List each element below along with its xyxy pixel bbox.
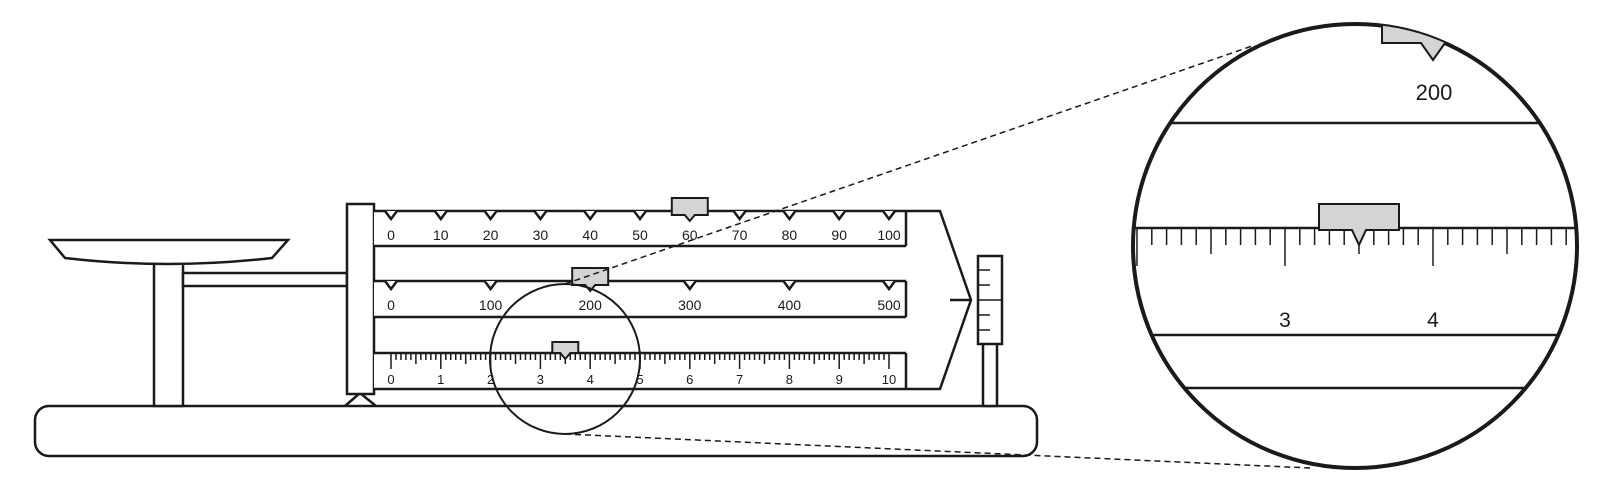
beams-group: 0 10 20 30 40 50 60 70 80 90 100 0 100 200 300 400 500 0 1… [374,197,908,391]
beam-notch [832,210,847,222]
beam-label: 300 [678,297,702,313]
beam-notch [533,210,548,222]
beam-label: 60 [682,227,698,243]
zero-mark-post [981,341,999,408]
beam-notch [782,280,797,292]
beam-tens: 0 10 20 30 40 50 60 70 80 90 100 [374,197,908,248]
beam-label: 70 [732,227,748,243]
beam-label: 10 [433,227,449,243]
beam-label: 4 [587,372,594,387]
beam-label: 80 [782,227,798,243]
beam-rider [670,197,709,223]
beam-hundreds: 0 100 200 300 400 500 [374,267,908,319]
beam-label: 90 [831,227,847,243]
magnifier-scale-label: 4 [1427,309,1439,332]
weighing-pan [47,238,291,266]
beam-notch [583,210,598,222]
beam-label: 100 [479,297,503,313]
beam-label: 8 [786,372,793,387]
connector-arm [181,271,349,288]
beam-notch [384,210,398,222]
beam-notch [882,210,896,222]
beam-label: 40 [582,227,598,243]
beam-notch [384,280,398,292]
beam-notch [782,210,797,222]
beam-label: 5 [636,372,643,387]
beam-label: 7 [736,372,743,387]
magnifier-lens [1131,22,1579,470]
projection-line-top [564,44,1256,285]
beam-label: 50 [632,227,648,243]
beam-notch [483,280,498,292]
beam-label: 0 [387,227,395,243]
beam-label: 20 [483,227,499,243]
beam-label: 0 [387,297,395,313]
central-pillar [345,202,376,396]
magnifier-rider [1318,203,1400,248]
beam-label: 500 [877,297,901,313]
beam-notch [882,280,896,292]
beam-label: 10 [882,372,896,387]
magnifier-scale-label: 3 [1279,309,1291,332]
beam-notch [433,210,448,222]
beam-rider [551,341,580,361]
beam-label: 30 [533,227,549,243]
beam-label: 200 [579,297,603,313]
beam-label: 3 [537,372,544,387]
beam-notch [483,210,498,222]
beam-label: 6 [686,372,693,387]
beam-body [374,281,906,317]
beam-label: 1 [437,372,444,387]
beam-notch [732,210,747,222]
beam-label: 0 [387,372,394,387]
beam-label: 400 [778,297,802,313]
zero-mark-ticks [978,269,1002,331]
projection-line-bottom [564,433,1311,469]
magnifier-top-label: 200 [1416,80,1453,105]
beam-label: 9 [836,372,843,387]
beam-notch [682,280,697,292]
beam-label: 2 [487,372,494,387]
beam-notch [633,210,647,222]
beam-label: 100 [877,227,901,243]
pan-post [152,260,185,408]
